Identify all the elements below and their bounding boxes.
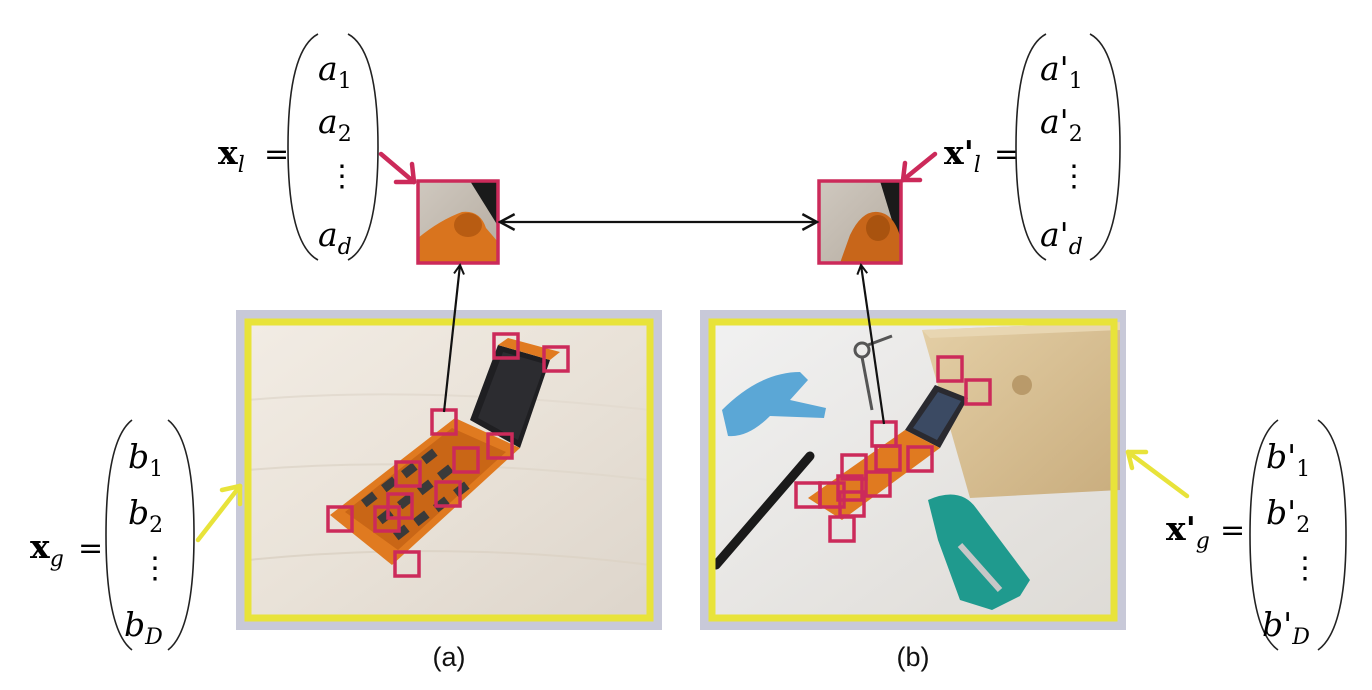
keypoint-box	[818, 481, 846, 509]
keypoint-box	[373, 505, 401, 533]
svg-text:b2: b2	[128, 493, 163, 538]
keypoint-box	[936, 355, 964, 383]
caption-b: (b)	[897, 642, 930, 672]
keypoint-box	[492, 332, 520, 360]
patch-extract-arrow-b	[861, 265, 886, 425]
keypoint-box	[394, 460, 422, 488]
keypoints-b	[794, 355, 992, 543]
keypoint-box	[452, 446, 480, 474]
local-vector-a: xl = a1 a2 ⋮ ad	[218, 33, 379, 261]
svg-text:a'd: a'd	[1040, 215, 1083, 260]
svg-text:=: =	[1220, 513, 1245, 548]
svg-text:b1: b1	[128, 437, 163, 482]
svg-text:x'l: x'l	[944, 133, 981, 178]
keypoint-box	[828, 515, 856, 543]
local-vector-b: x'l = a'1 a'2 ⋮ a'd	[944, 33, 1121, 261]
svg-text:b'D: b'D	[1262, 605, 1310, 650]
svg-text:⋮: ⋮	[1059, 159, 1089, 194]
global-frame-b	[708, 318, 1118, 622]
svg-text:xl: xl	[218, 133, 245, 178]
svg-text:=: =	[264, 137, 289, 172]
svg-text:ad: ad	[318, 215, 352, 260]
svg-text:=: =	[78, 531, 103, 566]
photo-b	[700, 310, 1126, 630]
local-pointer-arrow-b	[900, 151, 938, 183]
global-vector-a: xg = b1 b2 ⋮ bD	[30, 419, 195, 651]
keypoint-box	[542, 345, 570, 373]
svg-text:x'g: x'g	[1166, 509, 1210, 554]
global-pointer-arrow-a	[195, 483, 243, 543]
svg-text:a1: a1	[318, 49, 352, 94]
caption-a: (a)	[433, 642, 466, 672]
keypoints-a	[326, 332, 570, 578]
svg-text:b'1: b'1	[1266, 437, 1310, 482]
keypoint-box	[906, 445, 934, 473]
keypoint-box	[326, 505, 354, 533]
global-frame-a	[244, 318, 654, 622]
svg-text:⋮: ⋮	[1290, 551, 1320, 586]
keypoint-box	[864, 470, 892, 498]
svg-text:=: =	[994, 137, 1019, 172]
keypoint-box	[434, 480, 462, 508]
svg-text:bD: bD	[124, 605, 163, 650]
local-pointer-arrow-a	[378, 151, 417, 185]
svg-text:a'2: a'2	[1040, 102, 1083, 147]
svg-text:b'2: b'2	[1266, 493, 1310, 538]
connectors	[195, 151, 1190, 543]
patch-extract-arrow-a	[442, 265, 460, 413]
svg-text:⋮: ⋮	[140, 551, 170, 586]
keypoint-box	[874, 444, 902, 472]
keypoint-box	[486, 432, 514, 460]
global-vector-b: x'g = b'1 b'2 ⋮ b'D	[1166, 419, 1347, 651]
local-patch-a	[416, 179, 500, 265]
svg-text:a'1: a'1	[1040, 49, 1083, 94]
keypoint-box	[840, 453, 868, 481]
local-patch-b	[817, 179, 903, 265]
svg-text:a2: a2	[318, 102, 352, 147]
svg-text:xg: xg	[30, 527, 64, 572]
global-pointer-arrow-b	[1125, 449, 1190, 499]
keypoint-box	[393, 550, 421, 578]
keypoint-box	[836, 474, 864, 502]
svg-text:⋮: ⋮	[327, 159, 357, 194]
keypoint-box	[964, 378, 992, 406]
